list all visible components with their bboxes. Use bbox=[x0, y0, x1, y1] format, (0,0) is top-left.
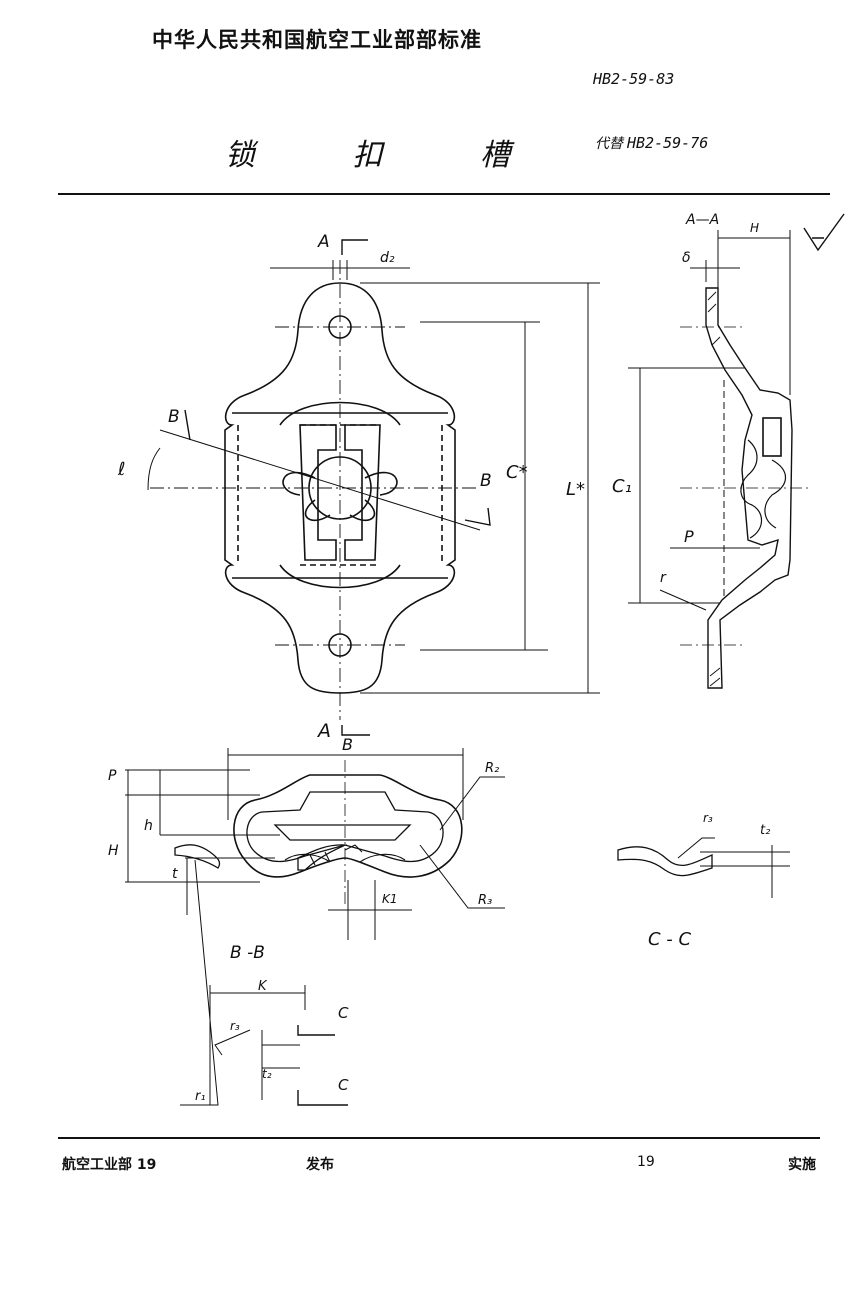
k1-dimension bbox=[328, 880, 412, 940]
roughness-symbol bbox=[803, 213, 845, 252]
lower-clip bbox=[284, 844, 406, 866]
label-l-star: L* bbox=[566, 479, 585, 500]
slot-right bbox=[344, 424, 381, 561]
r-leader bbox=[659, 589, 707, 611]
label-section-c-bottom: C bbox=[338, 1076, 349, 1094]
label-alpha: ℓ bbox=[117, 459, 125, 480]
bb-k-dimension bbox=[209, 985, 306, 1105]
cc-t2-dimension bbox=[700, 845, 790, 898]
footer-year: 19 bbox=[637, 1154, 655, 1170]
label-section-c-top: C bbox=[338, 1004, 349, 1022]
section-b-markers bbox=[184, 409, 491, 526]
label-r2: R₂ bbox=[485, 761, 499, 776]
replaces-code: HB2-59-76 bbox=[627, 134, 709, 152]
replaces-label: 代替 bbox=[595, 136, 623, 152]
label-t2-bb: t₂ bbox=[262, 1067, 272, 1081]
profile-wave-outer bbox=[764, 459, 787, 529]
bb-left-piece bbox=[174, 844, 221, 869]
profile-hatching bbox=[707, 291, 721, 687]
c-star-dimension bbox=[420, 321, 548, 651]
label-h-upper: H bbox=[750, 221, 759, 235]
section-bb-view bbox=[174, 844, 348, 1106]
header-divider bbox=[58, 193, 830, 195]
cc-profile bbox=[617, 846, 713, 877]
front-view bbox=[147, 239, 600, 736]
dished-area bbox=[279, 401, 401, 589]
label-k1: K1 bbox=[382, 892, 398, 906]
lower-outer-shape bbox=[233, 774, 463, 878]
footer-effective: 实施 bbox=[788, 1157, 816, 1173]
section-aa-view bbox=[628, 213, 845, 689]
bottom-view bbox=[125, 748, 505, 940]
delta-dimension bbox=[690, 260, 740, 282]
l-star-dimension bbox=[360, 282, 600, 694]
lower-inner-shape bbox=[246, 791, 444, 863]
angle-arc bbox=[147, 447, 161, 491]
slot-left bbox=[299, 424, 337, 561]
angle-line bbox=[159, 429, 481, 531]
lower-cup bbox=[273, 824, 412, 841]
standard-header: 中华人民共和国航空工业部部标准 bbox=[152, 28, 482, 52]
standard-code: HB2-59-83 bbox=[593, 70, 675, 88]
label-p-side: P bbox=[684, 527, 694, 546]
section-cc-view bbox=[617, 837, 790, 898]
cross-lobes bbox=[282, 471, 398, 522]
profile-wave bbox=[740, 439, 763, 539]
label-k: K bbox=[258, 979, 268, 994]
b-dimension bbox=[227, 748, 464, 820]
label-h-small: h bbox=[144, 818, 153, 834]
r3-leader bbox=[419, 844, 505, 909]
bb-r-leaders bbox=[180, 859, 251, 1106]
h-dimension bbox=[717, 230, 791, 395]
label-r3-small-bb: r₃ bbox=[230, 1019, 240, 1033]
inner-recess bbox=[237, 424, 443, 566]
page-title: 锁 扣 槽 bbox=[225, 138, 555, 173]
footer-divider bbox=[58, 1137, 820, 1139]
d2-dimension bbox=[270, 260, 410, 280]
profile-tab bbox=[762, 417, 782, 457]
label-d2: d₂ bbox=[380, 250, 395, 266]
label-section-b-right: B bbox=[480, 471, 492, 491]
label-r3: R₃ bbox=[478, 893, 492, 908]
label-t2-cc: t₂ bbox=[760, 823, 770, 838]
label-section-a-top: A bbox=[317, 232, 330, 252]
label-section-aa: A—A bbox=[685, 212, 719, 228]
cc-r3-leader bbox=[677, 837, 715, 859]
profile-centerlines bbox=[680, 326, 812, 646]
label-r3-small-cc: r₃ bbox=[703, 811, 713, 825]
label-p-bottom: P bbox=[108, 768, 117, 784]
label-section-b-left: B bbox=[168, 407, 180, 427]
bb-t2-dimension bbox=[261, 1030, 300, 1100]
p-h-t-dimensions bbox=[125, 769, 280, 915]
footer-issuer: 航空工业部 19 bbox=[62, 1157, 157, 1173]
label-c1: C₁ bbox=[612, 476, 632, 497]
front-centerlines bbox=[150, 260, 480, 720]
bb-right-piece bbox=[297, 844, 348, 871]
r2-leader bbox=[439, 776, 505, 831]
label-h-bottom: H bbox=[108, 843, 119, 859]
label-b-bottom: B bbox=[342, 735, 353, 754]
label-section-a-bottom: A bbox=[316, 720, 331, 742]
label-r1: r₁ bbox=[195, 1089, 206, 1104]
label-c-star: C* bbox=[506, 462, 528, 483]
c1-dimension bbox=[628, 367, 745, 604]
label-delta: δ bbox=[682, 250, 691, 266]
section-a-markers bbox=[341, 239, 370, 736]
label-section-cc: C - C bbox=[648, 929, 692, 950]
profile-plate bbox=[705, 287, 793, 689]
label-t-bottom: t bbox=[172, 866, 178, 882]
bb-section-c-markers bbox=[297, 1025, 348, 1106]
label-r-side: r bbox=[660, 570, 667, 586]
label-section-bb: B -B bbox=[230, 943, 265, 963]
footer-issued: 发布 bbox=[306, 1157, 334, 1173]
drawing-labels: A A d₂ B B ℓ C* L* A—A H δ C₁ P r B R₂ R… bbox=[108, 212, 770, 1104]
